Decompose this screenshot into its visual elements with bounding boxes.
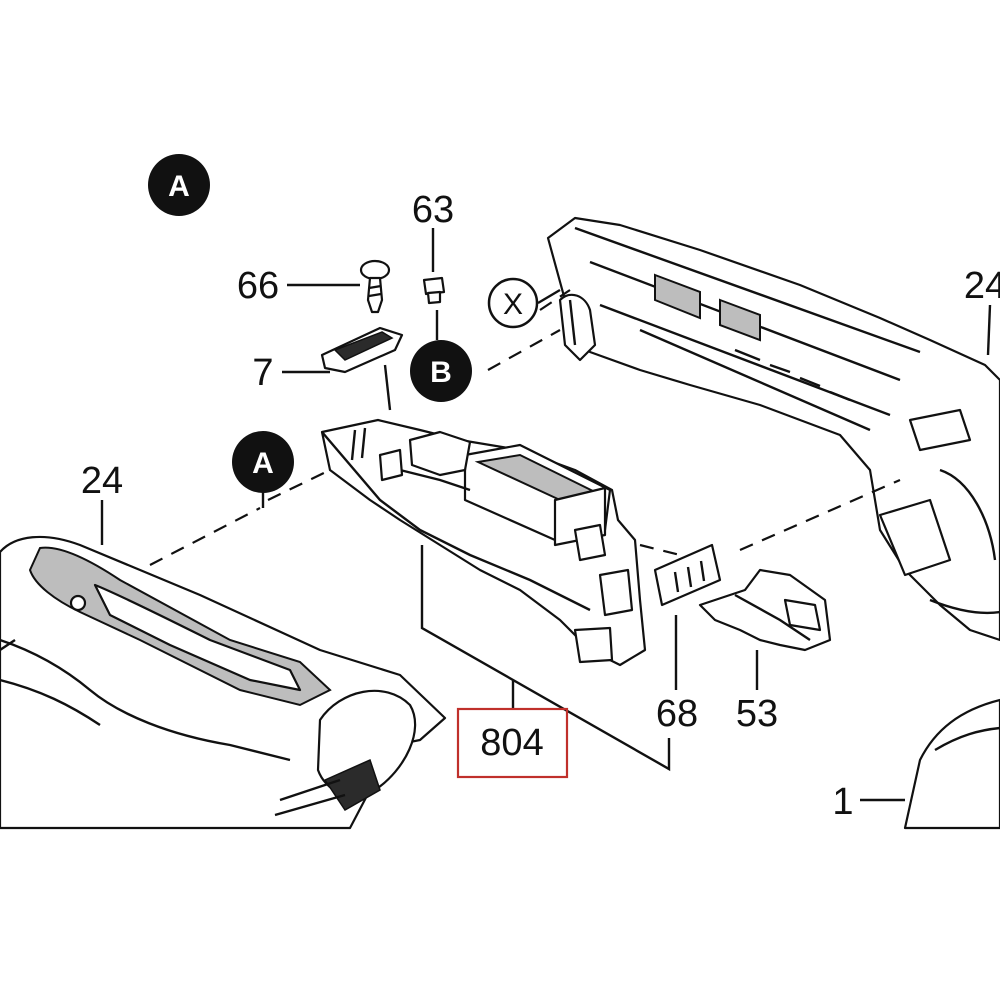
- part-label-24-left: 24: [81, 460, 123, 502]
- switch-module-part: [320, 418, 647, 667]
- plate-7-part: [320, 326, 404, 374]
- callout-badge-b: B: [410, 340, 472, 402]
- highlighted-part-804: 804: [456, 707, 569, 779]
- part-label-1: 1: [832, 781, 853, 823]
- svg-text:A: A: [168, 170, 190, 203]
- part-label-53: 53: [736, 693, 778, 735]
- callout-x-marker: X: [487, 277, 539, 329]
- part-1-part: [903, 698, 1000, 830]
- svg-text:B: B: [430, 356, 452, 389]
- leader-lines: [100, 228, 992, 802]
- part-label-66: 66: [237, 265, 279, 307]
- svg-text:X: X: [503, 288, 523, 321]
- part-label-24-right: 24: [964, 265, 1000, 307]
- housing-right-part: [546, 216, 1000, 642]
- screw-63-part: [422, 276, 446, 305]
- callout-badge-a-top: A: [148, 154, 210, 216]
- part-label-804: 804: [480, 722, 543, 764]
- filter-68-part: [653, 543, 722, 607]
- screw-66-part: [359, 259, 391, 314]
- callout-badge-a: A: [232, 431, 294, 493]
- housing-left-part: [0, 535, 447, 830]
- part-label-68: 68: [656, 693, 698, 735]
- assembly-lines: [149, 289, 901, 566]
- part-label-63: 63: [412, 189, 454, 231]
- svg-text:A: A: [252, 447, 274, 480]
- bracket-53-part: [698, 568, 832, 652]
- part-label-7: 7: [252, 352, 273, 394]
